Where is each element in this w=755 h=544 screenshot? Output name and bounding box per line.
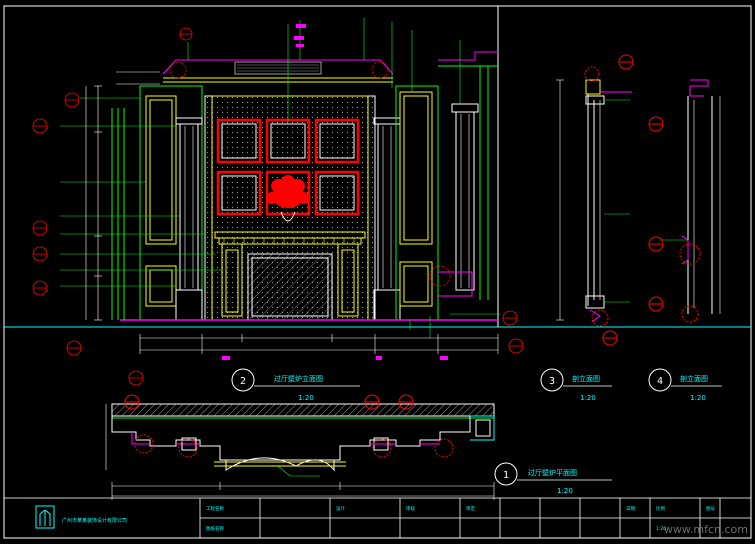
drawing-label: 图纸名称 xyxy=(206,525,224,532)
section-3-drawing xyxy=(556,54,634,346)
view-title-3: 3 剖立面图 1:20 xyxy=(540,368,612,402)
view-scale: 1:20 xyxy=(690,394,706,402)
section-4-drawing xyxy=(648,79,721,323)
view-number: 4 xyxy=(657,376,663,387)
tag-markers xyxy=(222,24,448,360)
view-title-1: 1 过厅壁炉平面图 1:20 xyxy=(494,462,612,495)
section-markers xyxy=(32,27,524,386)
fireplace-plan xyxy=(105,394,495,500)
view-title-4: 4 剖立面图 1:20 xyxy=(648,368,722,402)
view-number: 2 xyxy=(240,376,246,387)
view-number: 1 xyxy=(503,470,509,481)
scale-label: 比例 xyxy=(656,505,665,512)
view-title: 过厅壁炉平面图 xyxy=(528,468,577,477)
title-block xyxy=(3,497,752,539)
checked-by: 审核 xyxy=(406,505,415,512)
scale-value: 1:20 xyxy=(656,526,666,532)
view-number: 3 xyxy=(549,376,555,387)
dimension-lines xyxy=(85,71,499,354)
view-title-2: 2 过厅壁炉立面图 1:20 xyxy=(231,368,360,402)
view-scale: 1:20 xyxy=(557,487,573,495)
sheet-label: 图号 xyxy=(706,506,715,512)
date-label: 日期 xyxy=(626,506,635,512)
drawn-by: 设计 xyxy=(336,505,345,512)
approved-by: 审定 xyxy=(466,505,475,512)
view-title: 剖立面图 xyxy=(572,374,600,383)
company-name: 广州市某某装饰设计有限公司 xyxy=(62,517,127,524)
watermark: www.mfcn.com xyxy=(664,523,748,536)
flower-ornament xyxy=(266,175,310,208)
fireplace-elevation xyxy=(111,51,498,321)
view-scale: 1:20 xyxy=(298,394,314,402)
project-label: 工程名称 xyxy=(206,505,224,512)
view-scale: 1:20 xyxy=(580,394,596,402)
view-title: 剖立面图 xyxy=(680,374,708,383)
company-logo xyxy=(35,505,55,529)
view-title: 过厅壁炉立面图 xyxy=(274,374,323,383)
